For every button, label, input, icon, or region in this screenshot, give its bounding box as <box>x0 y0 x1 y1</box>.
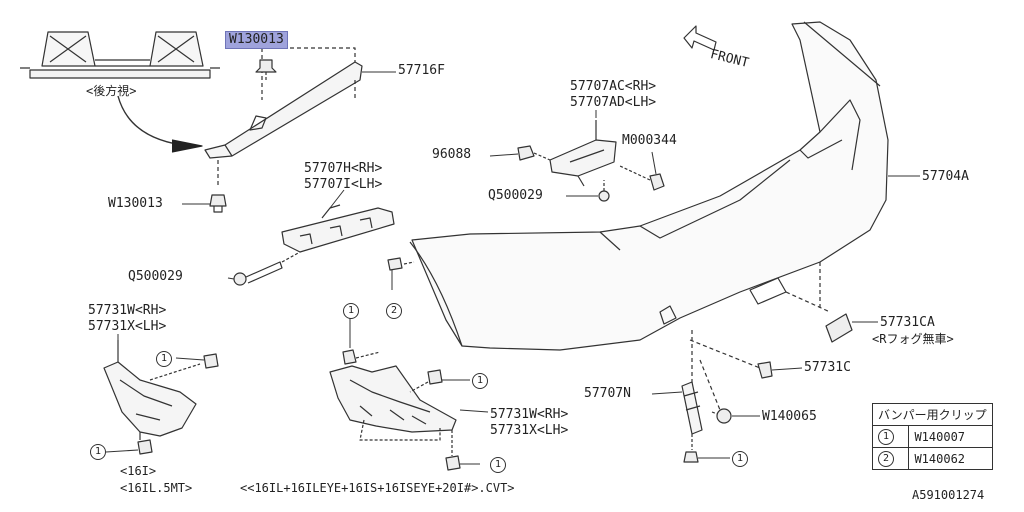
legend-part[interactable]: W140062 <box>908 447 993 470</box>
label-w130013-bottom[interactable]: W130013 <box>108 196 163 211</box>
label-q500029-mid[interactable]: Q500029 <box>488 188 543 203</box>
label-q500029-left[interactable]: Q500029 <box>128 269 183 284</box>
cover-57731c <box>757 361 773 379</box>
label-57731c[interactable]: 57731C <box>804 360 851 375</box>
label-57707ac[interactable]: 57707AC<RH> <box>570 79 657 94</box>
rear-view-part <box>20 31 220 79</box>
label-note-cvt: <<16IL+16ILEYE+16IS+16ISEYE+20I#>.CVT> <box>240 481 515 495</box>
mudguard-57731w-center <box>329 365 457 456</box>
cover-57731ca <box>825 313 853 343</box>
label-57731ca[interactable]: 57731CA <box>880 315 935 330</box>
label-note-16il: <16IL.5MT> <box>120 481 193 495</box>
legend-mark: 1 <box>878 429 894 445</box>
label-57731w-top[interactable]: 57731W<RH> <box>88 303 167 318</box>
label-57716f[interactable]: 57716F <box>398 63 445 78</box>
bumper-clip-legend: バンパー用クリップ 1 W140007 2 W140062 <box>871 403 993 470</box>
legend-part[interactable]: W140007 <box>908 425 993 448</box>
label-57731w-bottom[interactable]: 57731W<RH> <box>490 407 569 422</box>
label-57707h[interactable]: 57707H<RH> <box>304 161 383 176</box>
rail-57716f <box>204 47 363 188</box>
label-57704a[interactable]: 57704A <box>922 169 969 184</box>
mudguard-57731w-left <box>103 340 201 440</box>
label-r-fog: <Rフォグ無車> <box>872 332 954 346</box>
clip-type2 <box>387 257 415 271</box>
screw-q500029-left <box>233 251 301 286</box>
label-note-16i: <16I> <box>120 464 157 478</box>
screw-q500029-mid <box>598 180 610 202</box>
callout-1-center-right: 1 <box>472 373 488 389</box>
leader-lines <box>105 71 920 465</box>
clip-left-top <box>203 353 219 369</box>
front-arrow <box>683 25 717 51</box>
clip-96088 <box>517 145 551 161</box>
label-rear-view: <後方視> <box>86 84 137 98</box>
callout-1-center-top: 1 <box>343 303 359 319</box>
bolt-m000344 <box>619 165 665 191</box>
label-57731x-top[interactable]: 57731X<LH> <box>88 319 167 334</box>
bumper-cover-57704a <box>409 21 889 351</box>
clip-center-top <box>342 349 381 365</box>
label-96088[interactable]: 96088 <box>432 147 472 162</box>
callout-1-left-bottom: 1 <box>90 444 106 460</box>
callout-2-clip: 2 <box>386 303 402 319</box>
clip-left-bottom <box>137 439 153 455</box>
bracket-57707n <box>681 381 703 435</box>
callout-1-center-bottom: 1 <box>490 457 506 473</box>
legend-mark: 2 <box>878 451 894 467</box>
clip-center-bottom <box>445 455 461 471</box>
clip-w140065 <box>711 408 732 424</box>
clip-center-right <box>409 369 443 393</box>
clip-57707n-bottom <box>683 434 699 463</box>
legend-row: 1 W140007 <box>871 425 993 448</box>
legend-title: バンパー用クリップ <box>872 403 993 426</box>
callout-1-left-top: 1 <box>156 351 172 367</box>
label-57707i[interactable]: 57707I<LH> <box>304 177 383 192</box>
label-diagram-code: A591001274 <box>912 488 985 502</box>
label-57707n[interactable]: 57707N <box>584 386 631 401</box>
label-m000344[interactable]: M000344 <box>622 133 677 148</box>
bracket-57707ac <box>549 120 617 187</box>
label-57707ad[interactable]: 57707AD<LH> <box>570 95 657 110</box>
callout-1-57707n-bottom: 1 <box>732 451 748 467</box>
label-w140065[interactable]: W140065 <box>762 409 817 424</box>
curved-arrow-head <box>171 139 203 153</box>
clip-w130013-top <box>255 59 277 82</box>
label-w130013-top[interactable]: W130013 <box>225 31 288 49</box>
label-57731x-bottom[interactable]: 57731X<LH> <box>490 423 569 438</box>
bracket-57707h <box>281 204 395 253</box>
clip-w130013-bottom <box>209 194 227 213</box>
legend-row: 2 W140062 <box>871 447 993 470</box>
